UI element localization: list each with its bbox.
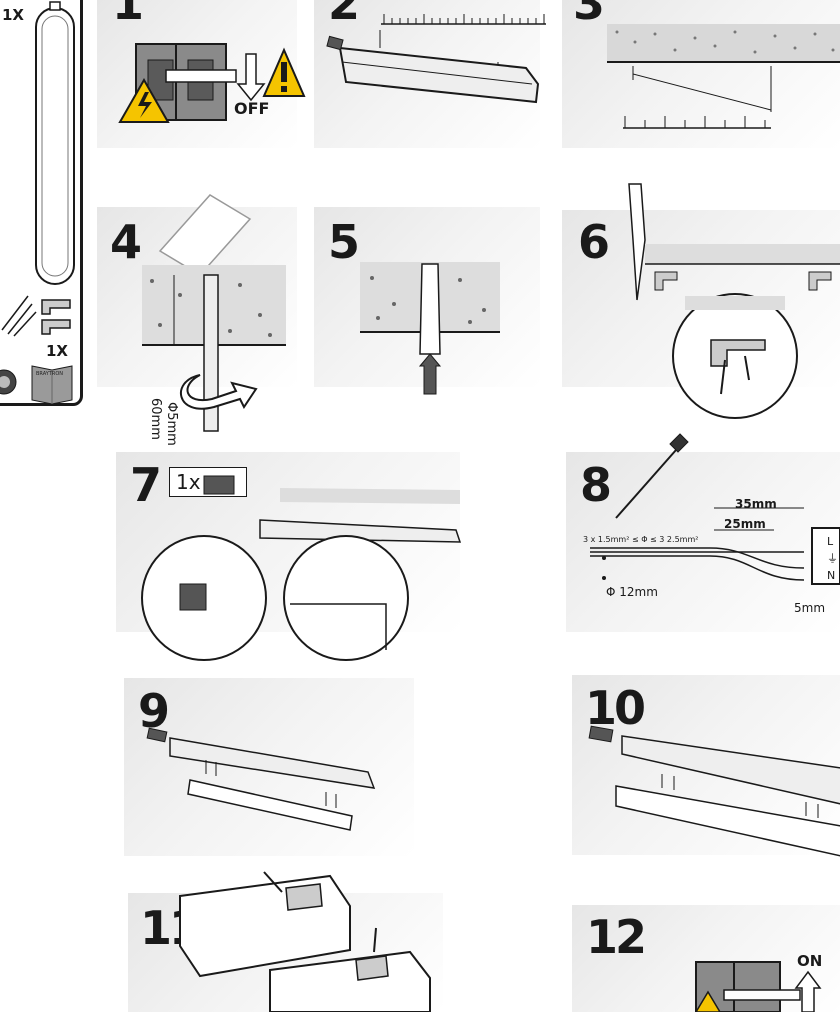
strip-long-label: 35mm bbox=[735, 498, 777, 510]
drill-diameter-label: Φ5mm bbox=[165, 402, 178, 446]
drill-depth-label: 60mm bbox=[149, 398, 162, 440]
breaker-on-illustration bbox=[694, 958, 840, 1012]
measure-luminaire-illustration bbox=[326, 8, 551, 118]
mark-ceiling-illustration bbox=[605, 20, 840, 135]
gland-and-manual-icon bbox=[0, 362, 76, 404]
breaker-off-illustration bbox=[118, 40, 318, 130]
gland-diameter-label: Φ 12mm bbox=[606, 586, 658, 598]
fix-clips-illustration bbox=[615, 180, 840, 425]
off-label: OFF bbox=[234, 101, 269, 117]
step-6-number: 6 bbox=[578, 219, 607, 265]
kit-qty-bottom: 1X bbox=[46, 344, 68, 359]
drill-hole-illustration bbox=[140, 185, 295, 435]
insert-anchor-illustration bbox=[360, 258, 500, 394]
step-5-number: 5 bbox=[328, 219, 357, 265]
wiring-illustration bbox=[590, 428, 840, 608]
terminal-label-earth: ⏚ bbox=[827, 553, 838, 564]
close-clips-illustration bbox=[180, 866, 440, 1012]
cable-spec-label: 3 x 1.5mm² ≤ Φ ≤ 3 2.5mm² bbox=[583, 536, 698, 544]
terminal-label-n: N bbox=[827, 570, 835, 581]
manual-booklet-text: BRAYTRON bbox=[36, 372, 63, 377]
screws-and-clips-icon bbox=[0, 290, 80, 340]
insert-tube-illustration bbox=[146, 720, 376, 835]
terminal-label-l: L bbox=[827, 536, 833, 547]
tube-lamp-icon bbox=[30, 0, 80, 290]
core-strip-label: 5mm bbox=[794, 602, 825, 614]
strip-short-label: 25mm bbox=[724, 518, 766, 530]
attach-cover-illustration bbox=[586, 720, 840, 860]
step-1-number: 1 bbox=[112, 0, 141, 26]
cable-gland-illustration bbox=[140, 470, 470, 662]
kit-qty-top: 1X bbox=[2, 8, 24, 23]
step-3-number: 3 bbox=[573, 0, 602, 26]
step-12-number: 12 bbox=[586, 914, 644, 960]
step-4-number: 4 bbox=[110, 219, 139, 265]
